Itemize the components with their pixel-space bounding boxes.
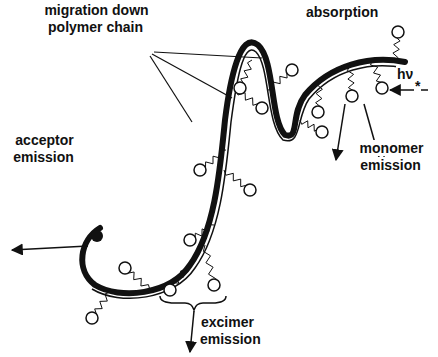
chromophore	[376, 82, 388, 94]
chromophore	[316, 126, 328, 138]
chromophore	[86, 312, 98, 324]
label-text: monomer emission	[348, 140, 434, 174]
emission-arrow	[12, 246, 88, 250]
label-text: absorption	[305, 4, 405, 21]
chromophore	[184, 234, 196, 246]
chromophore	[194, 164, 206, 176]
label-text: excimer emission	[200, 314, 280, 348]
brace	[160, 296, 226, 310]
chain-edge	[92, 50, 405, 298]
chromophore	[244, 184, 256, 196]
leader-line	[154, 52, 262, 58]
chromophores	[86, 26, 404, 324]
label-text: hν	[396, 66, 426, 83]
chromophore	[119, 262, 131, 274]
side-chains	[92, 32, 400, 318]
chromophore	[286, 64, 298, 76]
chromophore	[392, 26, 404, 38]
leader-line	[150, 56, 192, 122]
chromophore	[256, 102, 268, 114]
leader-line	[152, 54, 232, 98]
label-text: migration down polymer chain	[36, 2, 156, 36]
chromophore	[164, 284, 176, 296]
acceptor-dot	[91, 230, 103, 242]
chromophore	[208, 279, 220, 291]
emission-arrow	[190, 311, 194, 352]
label-text: *	[414, 78, 428, 95]
absorption-arrow	[390, 89, 428, 91]
chromophore	[312, 106, 324, 118]
chromophore	[346, 90, 358, 102]
label-text: acceptor emission	[4, 132, 84, 166]
polymer-chain	[82, 42, 405, 293]
emission-arrow	[336, 104, 345, 160]
chromophore	[234, 82, 246, 94]
